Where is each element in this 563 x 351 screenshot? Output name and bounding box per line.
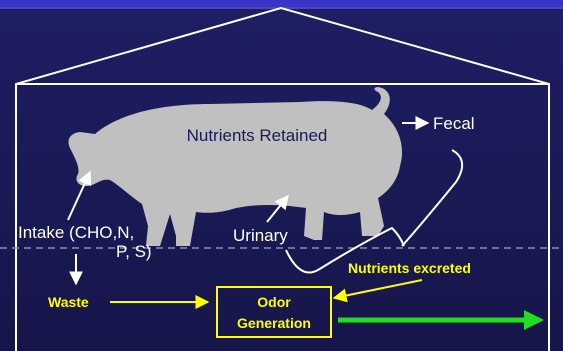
fecal-label: Fecal	[433, 114, 475, 133]
urinary-label: Urinary	[233, 226, 288, 245]
odor-label-line1: Odor	[257, 294, 291, 310]
nutrients-excreted-label: Nutrients excreted	[348, 260, 471, 276]
nutrients-retained-label: Nutrients Retained	[187, 126, 328, 145]
intake-label-line2: P, S)	[116, 242, 152, 261]
intake-label-line1: Intake (CHO,N,	[18, 223, 134, 242]
top-bar	[0, 0, 563, 7]
odor-label-line2: Generation	[237, 315, 311, 331]
waste-label: Waste	[48, 294, 89, 310]
